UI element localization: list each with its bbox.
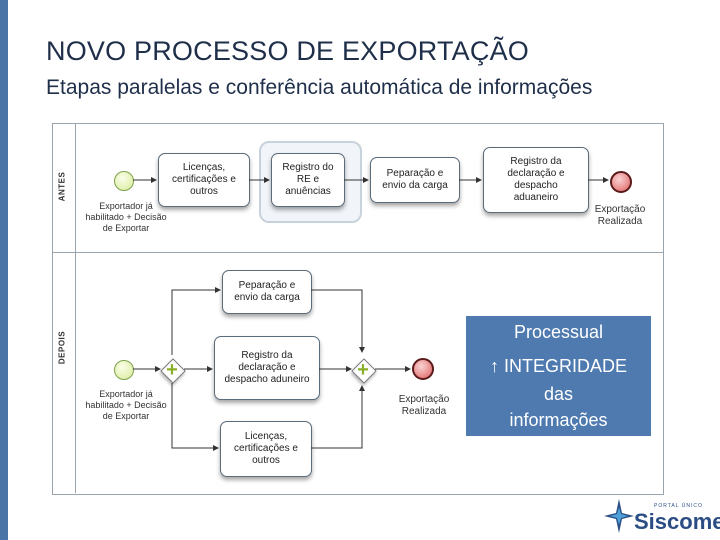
end-note-antes: Exportação Realizada bbox=[594, 204, 646, 227]
callout-line-1: Processual bbox=[513, 322, 604, 342]
diagram-frame bbox=[52, 123, 664, 495]
callout-line-3: das bbox=[543, 384, 574, 404]
start-note-antes: Exportador já habilitado + Decisão de Ex… bbox=[85, 201, 167, 233]
lane-header-divider-depois bbox=[75, 253, 76, 493]
gateway-plus-icon: + bbox=[166, 359, 178, 381]
lane-divider bbox=[52, 252, 663, 253]
start-note-depois: Exportador já habilitado + Decisão de Ex… bbox=[85, 389, 167, 421]
logo-portal-unico: PORTAL ÚNICO bbox=[654, 503, 703, 509]
integrity-callout: Processual ↑ INTEGRIDADE das informações bbox=[466, 316, 651, 436]
end-event-depois bbox=[412, 358, 434, 380]
callout-line-2: ↑ INTEGRIDADE bbox=[489, 356, 627, 376]
lane-header-divider-antes bbox=[75, 124, 76, 252]
left-accent-bar bbox=[0, 0, 8, 540]
callout-line-4: informações bbox=[509, 410, 608, 430]
compass-star-icon bbox=[604, 499, 634, 533]
end-event-antes bbox=[610, 171, 632, 193]
end-note-depois: Exportação Realizada bbox=[398, 394, 450, 417]
slide-title: NOVO PROCESSO DE EXPORTAÇÃO bbox=[46, 36, 530, 66]
gateway-plus-icon: + bbox=[357, 359, 369, 381]
slide-subtitle: Etapas paralelas e conferência automátic… bbox=[46, 76, 593, 99]
start-event-antes bbox=[114, 171, 134, 191]
start-event-depois bbox=[114, 360, 134, 380]
logo-wordmark: Siscomex bbox=[634, 509, 720, 534]
